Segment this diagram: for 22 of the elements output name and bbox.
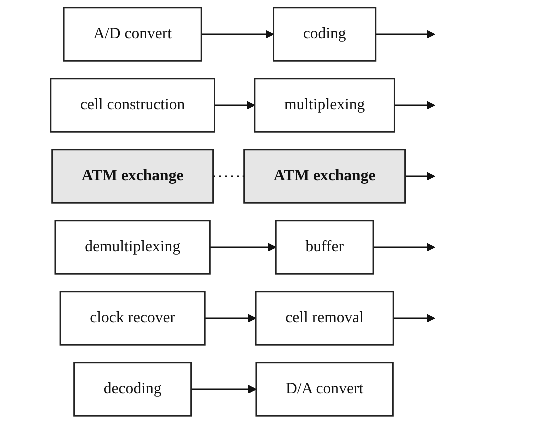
arrow: [214, 101, 255, 110]
arrow: [393, 314, 435, 323]
arrow: [373, 243, 435, 252]
node-box: buffer: [274, 220, 374, 275]
node-box: D/A convert: [255, 362, 394, 417]
node-box: demultiplexing: [54, 220, 210, 275]
node-box: coding: [272, 7, 376, 62]
node-box: ATM exchange: [51, 149, 214, 204]
node-box: multiplexing: [254, 78, 395, 133]
arrow: [204, 314, 256, 323]
arrow: [210, 243, 276, 252]
node-box: decoding: [73, 362, 192, 417]
arrow: [201, 30, 274, 39]
node-box: cell construction: [50, 78, 216, 133]
arrow: [375, 30, 435, 39]
node-box: clock recover: [59, 291, 206, 346]
arrow: [190, 385, 256, 394]
node-box: A/D convert: [62, 7, 202, 62]
arrow: [394, 101, 435, 110]
node-box: ATM exchange: [243, 149, 406, 204]
node-box: cell removal: [254, 291, 394, 346]
arrow: [404, 172, 435, 181]
